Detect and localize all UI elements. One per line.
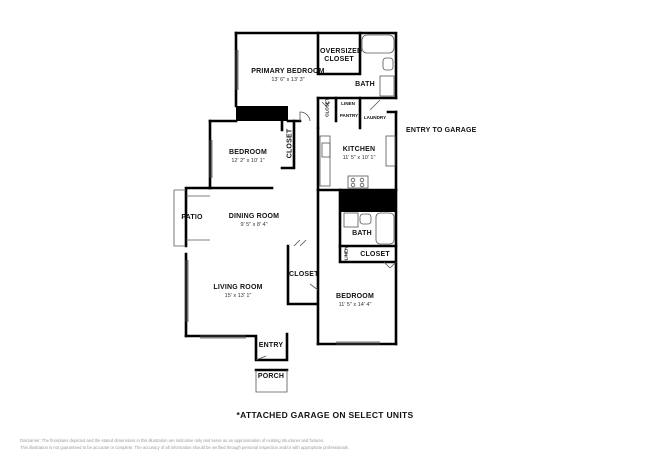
porch-outline — [255, 370, 288, 393]
structural-block-bath — [340, 190, 396, 212]
door-swing-closet-lower — [383, 261, 397, 269]
kitchen-sink — [321, 142, 331, 158]
patio-outline — [173, 189, 186, 247]
primary-bedroom-dim: 13' 6" x 13' 3" — [271, 77, 305, 83]
window-bedroom — [209, 140, 213, 178]
door-swing-hall — [293, 239, 307, 247]
garage-footnote: *ATTACHED GARAGE ON SELECT UNITS — [236, 410, 414, 420]
vanity-lower — [343, 212, 359, 228]
wall-oversized-closet — [316, 31, 362, 76]
wall-primary-bedroom — [234, 31, 398, 100]
kitchen-counter — [319, 135, 331, 187]
toilet-upper — [382, 57, 394, 71]
toilet-lower — [359, 213, 372, 225]
disclaimer-line-1: Disclaimer: The floorplans depicted and … — [20, 438, 325, 443]
kitchen-dim: 11' 5" x 10' 1" — [342, 155, 376, 161]
closet-lower-label: CLOSET — [360, 251, 390, 258]
fridge — [385, 135, 396, 167]
disclaimer-line-2: This illustration is not guaranteed to b… — [20, 445, 350, 450]
bedroom-right-label: BEDROOM — [336, 293, 374, 300]
closet-bedroom-left-label: CLOSET — [286, 128, 294, 159]
vanity-upper — [379, 75, 395, 97]
bedroom-left-dim: 12' 2" x 10' 1" — [231, 158, 265, 164]
kitchen-stove — [347, 175, 369, 189]
door-swing-bedroom-right — [309, 283, 319, 291]
closet-small-label: CLOSET — [324, 98, 330, 117]
dining-room-dim: 9' 5" x 8' 4" — [240, 222, 268, 228]
bath-upper-label: BATH — [355, 81, 375, 88]
window-primary — [235, 50, 239, 90]
laundry-label: LAUNDRY — [363, 115, 387, 120]
bath-lower-label: BATH — [352, 230, 372, 237]
linen-label: LINEN — [341, 101, 355, 106]
tub-upper — [361, 34, 395, 54]
oversized-closet-label-2: CLOSET — [324, 56, 354, 63]
tub-lower — [375, 212, 395, 245]
pantry-label: PANTRY — [339, 113, 359, 118]
porch-label: PORCH — [257, 373, 285, 380]
bedroom-right-dim: 11' 5" x 14' 4" — [338, 302, 372, 308]
door-swing-closet — [321, 101, 331, 107]
wall-dining-left — [184, 186, 212, 248]
closet-hall-label: CLOSET — [289, 271, 319, 278]
kitchen-label: KITCHEN — [342, 146, 376, 153]
window-living — [185, 260, 189, 322]
entry-to-garage-label: ENTRY TO GARAGE — [406, 127, 477, 134]
linen-lower-label: LINEN — [343, 246, 349, 261]
entry-label: ENTRY — [258, 342, 284, 349]
wall-service — [316, 96, 398, 130]
patio-label: PATIO — [181, 214, 203, 221]
living-room-label: LIVING ROOM — [213, 284, 263, 291]
window-bedroom-right — [336, 341, 380, 345]
structural-block-primary — [236, 106, 288, 121]
primary-bedroom-label: PRIMARY BEDROOM — [251, 68, 325, 75]
wall-hall-closet — [286, 188, 320, 346]
living-room-dim: 15' x 13' 1" — [224, 293, 252, 299]
door-swing-entry — [255, 355, 267, 361]
oversized-closet-label-1: OVERSIZED — [320, 48, 363, 55]
patio-door — [186, 195, 210, 241]
dining-room-label: DINING ROOM — [228, 213, 280, 220]
door-swing-laundry — [369, 99, 381, 111]
wall-bedroom-closet — [280, 119, 296, 170]
bedroom-left-label: BEDROOM — [229, 149, 267, 156]
wall-bath-lower — [338, 188, 398, 346]
window-living-bottom — [200, 335, 246, 339]
door-swing-primary — [299, 111, 311, 122]
